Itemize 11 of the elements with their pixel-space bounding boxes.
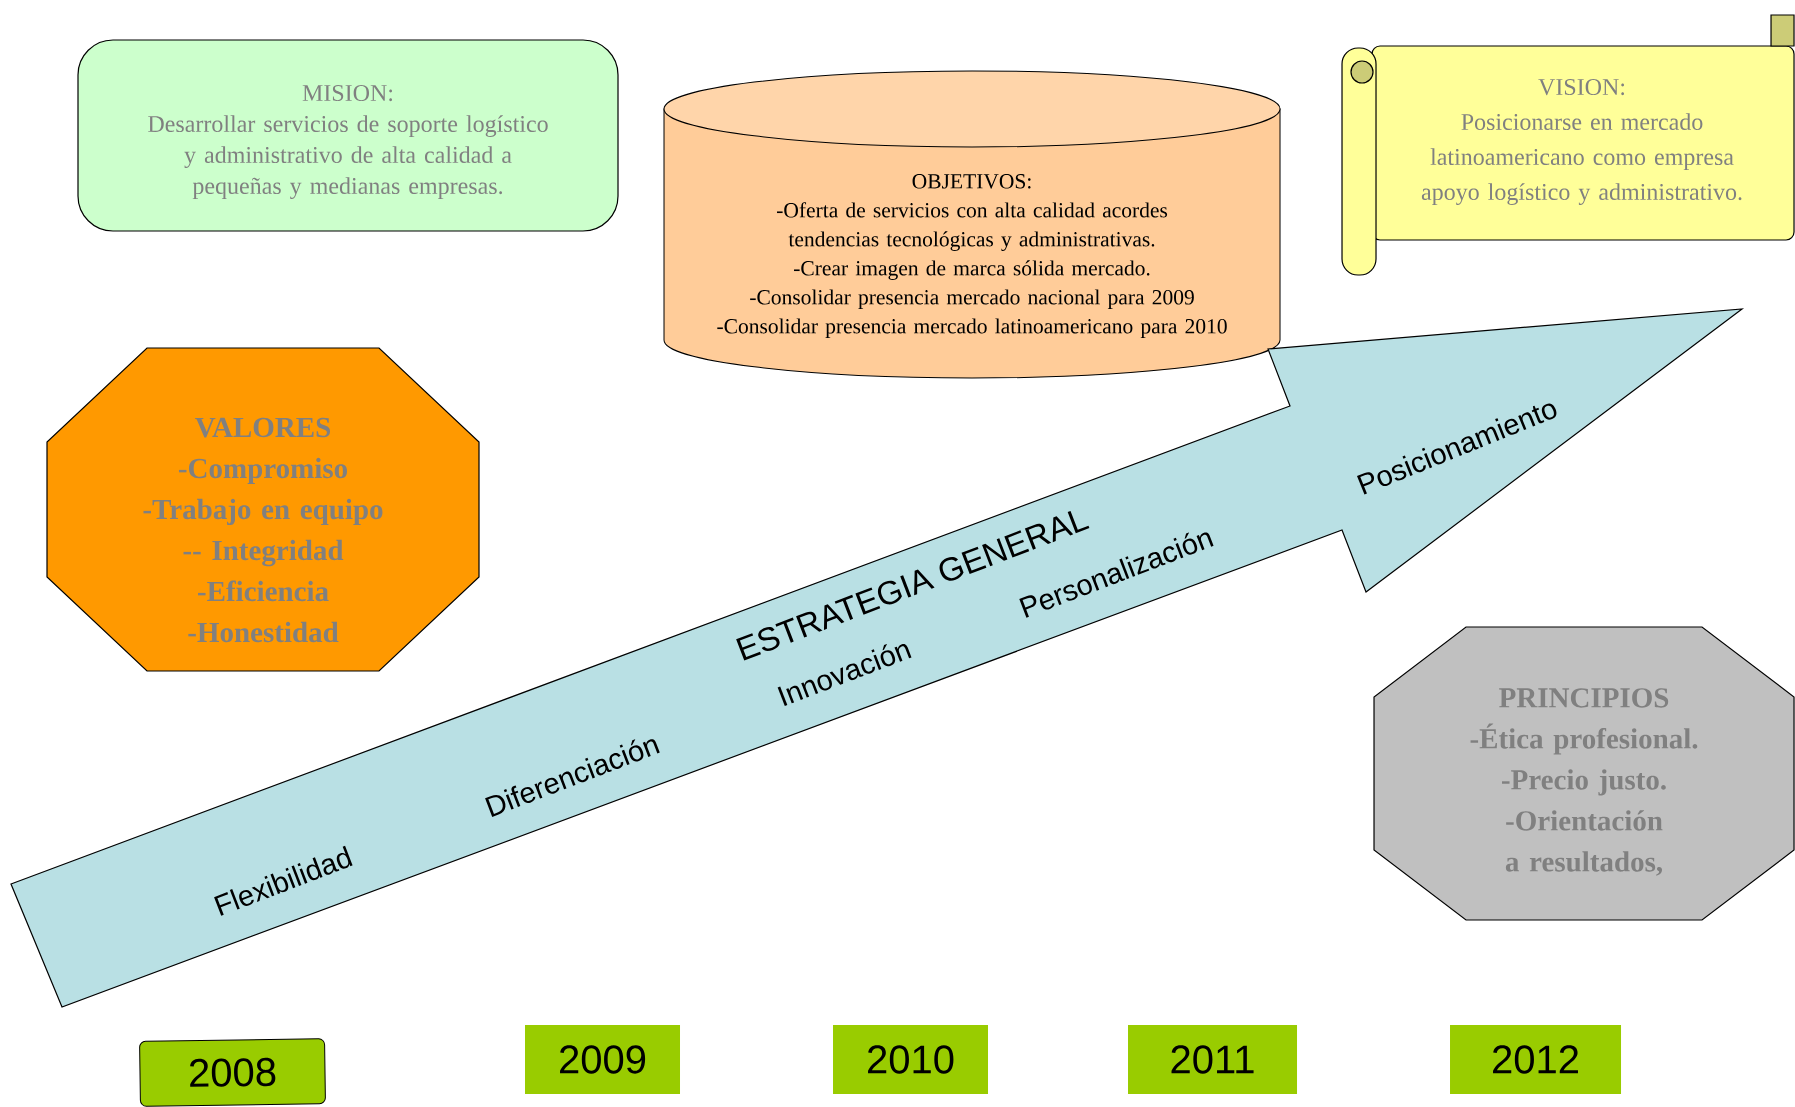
principles-octagon: PRINCIPIOS -Ética profesional. -Precio justo. -Orientación a resultados, bbox=[1373, 626, 1795, 921]
year-box: 2012 bbox=[1450, 1025, 1621, 1094]
year-box: 2010 bbox=[833, 1025, 988, 1094]
year-box: 2008 bbox=[139, 1038, 326, 1107]
year-box: 2011 bbox=[1128, 1025, 1297, 1094]
year-box: 2009 bbox=[525, 1025, 680, 1094]
mission-box: MISION: Desarrollar servicios de soporte logístico y administrativo de alta calidad a pequeñas y medianas empresas. bbox=[77, 39, 619, 232]
strategy-arrow bbox=[10, 308, 1745, 1008]
values-octagon: VALORES -Compromiso -Trabajo en equipo -- Integridad -Eficiencia -Honestidad bbox=[46, 347, 480, 672]
vision-scroll: VISION: Posicionarse en mercado latinoamericano como empresa apoyo logístico y administrativo. bbox=[1341, 14, 1795, 276]
objectives-cylinder: OBJETIVOS: -Oferta de servicios con alta calidad acordes tendencias tecnológicas y administrativas. -Crear imagen de marca sólida mercado. -Consolidar presencia mercado nacional para 2009 -Consolidar presencia mercado latinoamericano para 2010 bbox=[663, 70, 1281, 379]
